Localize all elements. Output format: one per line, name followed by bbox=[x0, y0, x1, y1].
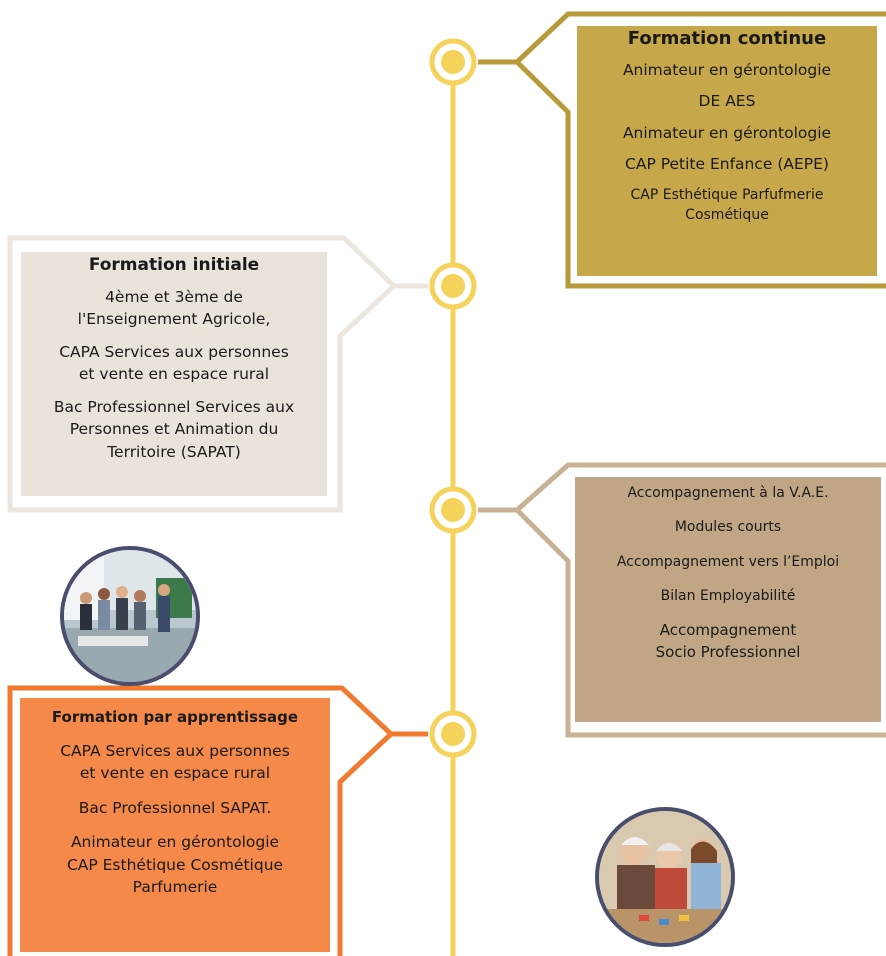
elderly-illustration bbox=[599, 811, 731, 943]
accompagnement-item: Accompagnement à la V.A.E. bbox=[627, 485, 829, 501]
formation-apprentissage-box: Formation par apprentissage CAPA Service… bbox=[20, 698, 330, 952]
formation-continue-title: Formation continue bbox=[627, 28, 827, 49]
frame-apprent bbox=[7, 685, 428, 956]
timeline-node-continue bbox=[429, 38, 477, 86]
elderly-activity-photo bbox=[595, 807, 735, 947]
formation-continue-item: Animateur en gérontologie bbox=[622, 61, 832, 79]
formation-apprentissage-item: Bac Professionnel SAPAT. bbox=[78, 798, 272, 817]
formation-continue-item: CAP Petite Enfance (AEPE) bbox=[625, 155, 829, 174]
formation-apprentissage-title: Formation par apprentissage bbox=[51, 708, 299, 726]
frame-continue bbox=[478, 11, 886, 289]
formation-continue-box: Formation continue Animateur en gérontol… bbox=[577, 26, 877, 276]
accompagnement-item: Accompagnement vers l’Emploi bbox=[616, 553, 840, 570]
formation-continue-item: DE AES bbox=[698, 92, 756, 111]
classroom-illustration bbox=[64, 550, 196, 682]
accompagnement-item: Modules courts bbox=[674, 519, 782, 536]
frame-accomp bbox=[478, 462, 886, 738]
formation-initiale-title: Formation initiale bbox=[88, 255, 260, 275]
classroom-photo bbox=[60, 546, 200, 686]
timeline-node-accomp bbox=[429, 486, 477, 534]
frame-initiale bbox=[7, 235, 428, 513]
timeline-node-initiale bbox=[429, 262, 477, 310]
timeline-node-apprent bbox=[429, 710, 477, 758]
formation-continue-item: Animateur en gérontologie bbox=[622, 123, 832, 142]
accompagnement-item: Bilan Employabilité bbox=[660, 587, 796, 604]
accompagnement-box: Accompagnement à la V.A.E. Modules court… bbox=[575, 477, 881, 722]
